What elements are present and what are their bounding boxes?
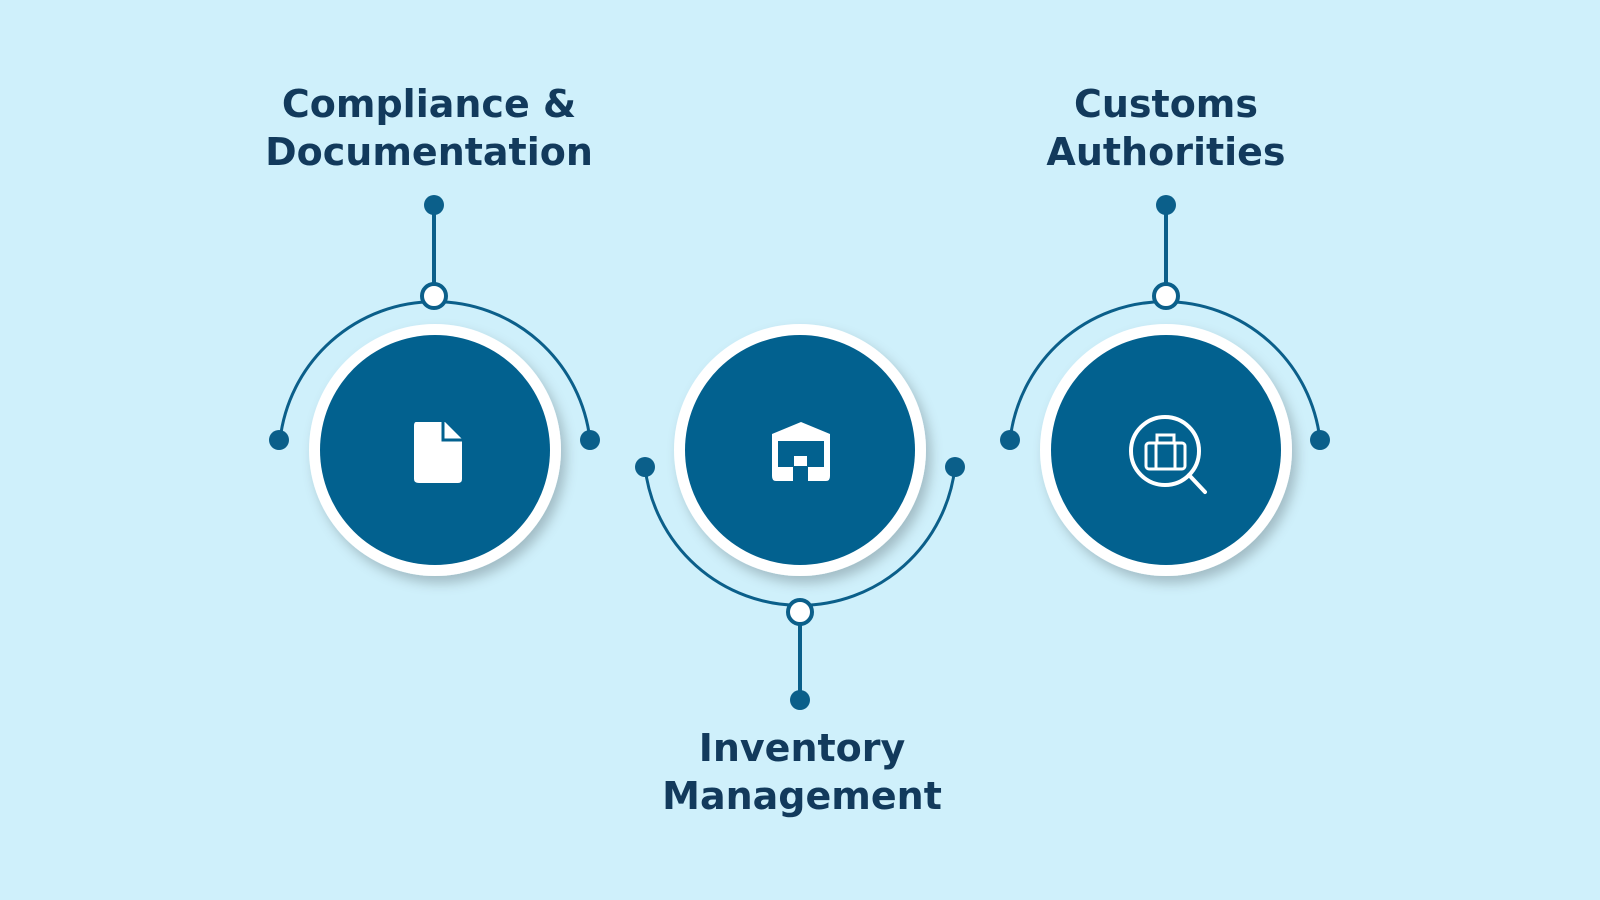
document-icon: [414, 422, 462, 483]
node-inventory-arc-end-left: [635, 457, 655, 477]
node-compliance-label: Compliance & Documentation: [219, 80, 639, 176]
node-inventory-label: Inventory Management: [592, 724, 1012, 820]
node-compliance-arc-end-right: [580, 430, 600, 450]
warehouse-icon: [772, 422, 830, 481]
node-inventory-connector-dot: [790, 690, 810, 710]
node-customs-arc-end-left: [1000, 430, 1020, 450]
node-customs-circle: [1051, 335, 1281, 565]
node-compliance-connector-joint: [420, 282, 448, 310]
node-customs-connector-dot: [1156, 195, 1176, 215]
node-compliance-connector-dot: [424, 195, 444, 215]
node-inventory: [635, 324, 965, 710]
node-customs: [1000, 195, 1330, 576]
baggage-search-icon: [1129, 415, 1207, 494]
node-compliance: [269, 195, 600, 576]
node-customs-connector-joint: [1152, 282, 1180, 310]
node-inventory-connector-joint: [786, 598, 814, 626]
node-inventory-arc-end-right: [945, 457, 965, 477]
node-customs-label-line1: Customs: [1073, 82, 1259, 126]
node-customs-label-line2: Authorities: [1046, 130, 1286, 174]
node-compliance-label-line2: Documentation: [265, 130, 593, 174]
node-inventory-label-line2: Management: [662, 774, 942, 818]
node-customs-label: Customs Authorities: [956, 80, 1376, 176]
node-inventory-label-line1: Inventory: [698, 726, 906, 770]
node-compliance-label-line1: Compliance &: [281, 82, 577, 126]
node-customs-arc-end-right: [1310, 430, 1330, 450]
node-compliance-arc-end-left: [269, 430, 289, 450]
